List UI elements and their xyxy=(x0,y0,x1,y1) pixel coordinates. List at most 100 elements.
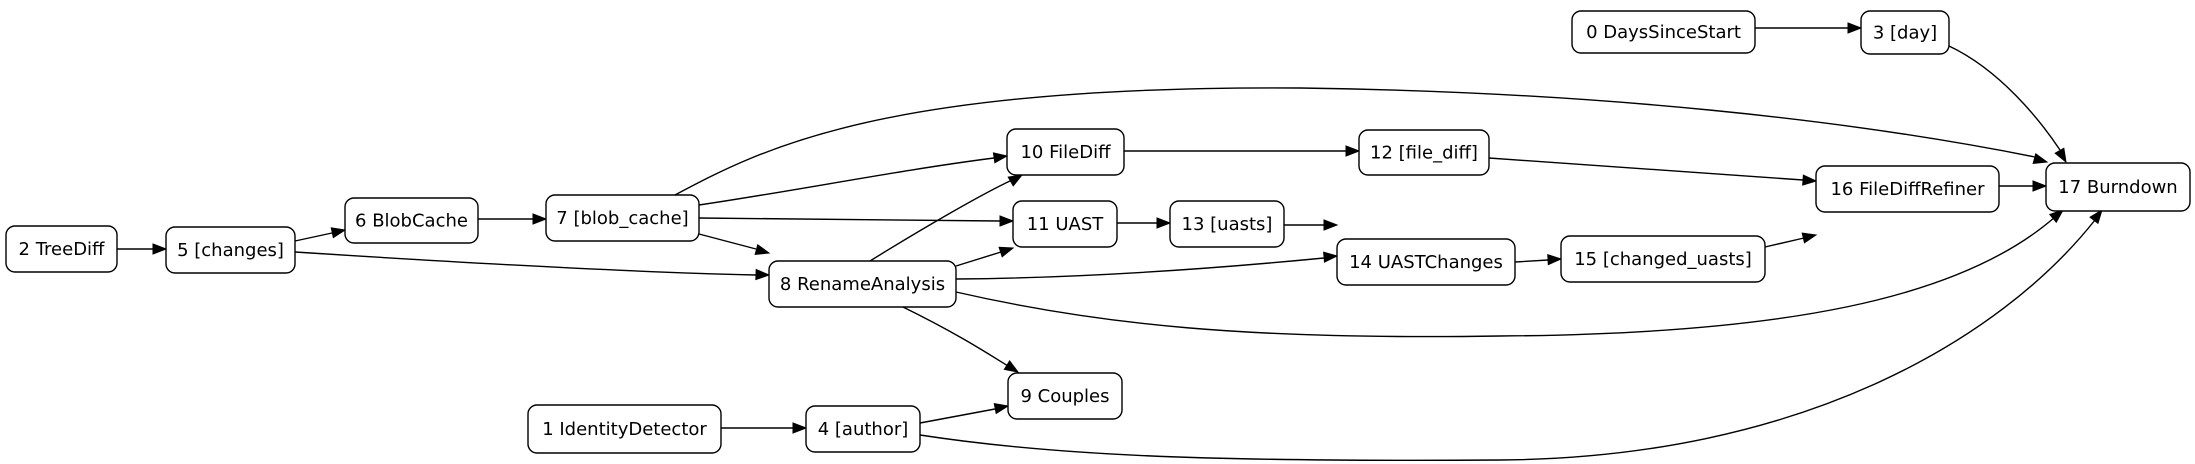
node-box xyxy=(805,405,921,453)
edge-line xyxy=(1514,259,1549,263)
node-box xyxy=(165,226,296,274)
arrowhead-icon xyxy=(754,243,771,256)
node-box xyxy=(527,404,722,454)
edge-n8-to-n9 xyxy=(902,306,1020,373)
edge-n14-to-n15 xyxy=(1514,253,1563,266)
arrowhead-icon xyxy=(992,152,1009,164)
arrowhead-icon xyxy=(1345,145,1361,157)
node-box xyxy=(2045,162,2191,212)
arrowhead-icon xyxy=(1547,253,1563,266)
node-label: 1 IdentityDetector xyxy=(542,419,707,440)
arrowhead-icon xyxy=(1847,22,1863,34)
node-label: 10 FileDiff xyxy=(1020,142,1111,163)
edge-n10-to-n12 xyxy=(1124,145,1361,157)
edge-n8-to-n17 xyxy=(955,209,2065,338)
edge-n8-to-n11 xyxy=(955,246,1015,267)
edge-n7-to-n10 xyxy=(698,152,1009,206)
node-box xyxy=(1571,10,1756,54)
node-label: 14 UASTChanges xyxy=(1349,252,1503,273)
edge-n13-to-n14 xyxy=(1284,219,1339,231)
nodes-layer: 0 DaysSinceStart 1 IdentityDetector 2 Tree… xyxy=(5,10,2191,454)
node-box xyxy=(5,225,118,273)
arrowhead-icon xyxy=(152,243,168,255)
edge-n4-to-n9 xyxy=(919,402,1010,424)
node-n12[interactable]: 12 [file_diff] xyxy=(1358,129,1490,176)
node-n17[interactable]: 17 Burndown xyxy=(2045,162,2191,212)
node-n1[interactable]: 1 IdentityDetector xyxy=(527,404,722,454)
edge-line xyxy=(919,219,2096,462)
edge-n11-to-n13 xyxy=(1117,217,1172,229)
edge-line xyxy=(698,157,995,206)
node-n14[interactable]: 14 UASTChanges xyxy=(1336,238,1516,286)
edge-n8-to-n10 xyxy=(869,174,1024,262)
arrowhead-icon xyxy=(2048,209,2065,224)
arrowhead-icon xyxy=(1323,251,1339,263)
node-label: 16 FileDiffRefiner xyxy=(1830,179,1985,200)
edge-line xyxy=(902,306,1009,367)
node-n0[interactable]: 0 DaysSinceStart xyxy=(1571,10,1756,54)
arrowhead-icon xyxy=(1323,219,1339,231)
node-label: 13 [uasts] xyxy=(1182,214,1273,235)
edge-n5-to-n6 xyxy=(294,227,347,242)
edge-line xyxy=(955,251,1002,267)
edge-line xyxy=(294,232,333,242)
node-n13[interactable]: 13 [uasts] xyxy=(1169,200,1285,248)
arrowhead-icon xyxy=(2089,208,2103,225)
edge-n16-to-n17 xyxy=(1999,180,2048,192)
node-n6[interactable]: 6 BlobCache xyxy=(344,197,479,244)
edge-line xyxy=(698,233,757,250)
node-n2[interactable]: 2 TreeDiff xyxy=(5,225,118,273)
node-n15[interactable]: 15 [changed_uasts] xyxy=(1560,235,1766,283)
node-box xyxy=(1815,165,2000,213)
node-n3[interactable]: 3 [day] xyxy=(1860,10,1950,55)
arrowhead-icon xyxy=(1156,217,1172,229)
edge-line xyxy=(294,251,757,276)
node-label: 9 Couples xyxy=(1020,386,1109,407)
edge-n3-to-n17 xyxy=(1948,45,2067,164)
node-box xyxy=(1560,235,1766,283)
edge-line xyxy=(1488,157,1804,181)
node-label: 6 BlobCache xyxy=(355,211,468,232)
node-n16[interactable]: 16 FileDiffRefiner xyxy=(1815,165,2000,213)
node-n9[interactable]: 9 Couples xyxy=(1007,372,1123,420)
arrowhead-icon xyxy=(2032,152,2049,165)
node-label: 11 UAST xyxy=(1027,214,1105,235)
node-label: 0 DaysSinceStart xyxy=(1586,22,1741,43)
edge-line xyxy=(1764,237,1805,248)
arrowhead-icon xyxy=(998,246,1015,258)
node-n11[interactable]: 11 UAST xyxy=(1012,200,1118,248)
edge-n12-to-n16 xyxy=(1488,157,1818,186)
arrowhead-icon xyxy=(993,402,1010,415)
node-n7[interactable]: 7 [blob_cache] xyxy=(545,194,700,242)
arrowhead-icon xyxy=(999,215,1015,227)
edge-line xyxy=(919,408,996,424)
edge-n1-to-n4 xyxy=(721,422,808,434)
arrowhead-icon xyxy=(755,268,771,281)
node-label: 4 [author] xyxy=(818,419,909,440)
node-n4[interactable]: 4 [author] xyxy=(805,405,921,453)
edges-layer xyxy=(117,22,2103,462)
edge-line xyxy=(1948,45,2061,151)
edge-n5-to-n8 xyxy=(294,251,771,281)
node-label: 8 RenameAnalysis xyxy=(780,274,945,295)
node-label: 15 [changed_uasts] xyxy=(1574,249,1752,270)
arrowhead-icon xyxy=(532,213,548,225)
node-label: 12 [file_diff] xyxy=(1370,143,1478,164)
node-n8[interactable]: 8 RenameAnalysis xyxy=(768,260,957,308)
edge-line xyxy=(698,217,1001,222)
arrowhead-icon xyxy=(1801,232,1818,244)
node-box xyxy=(1169,200,1285,248)
node-label: 7 [blob_cache] xyxy=(556,208,688,229)
edge-n7-to-n11 xyxy=(698,215,1015,227)
edge-n0-to-n3 xyxy=(1755,22,1863,34)
node-n5[interactable]: 5 [changes] xyxy=(165,226,296,274)
node-label: 5 [changes] xyxy=(177,240,284,261)
node-label: 2 TreeDiff xyxy=(19,239,106,260)
arrowhead-icon xyxy=(1003,359,1020,373)
edge-n7-to-n8 xyxy=(698,233,771,256)
node-box xyxy=(768,260,957,308)
node-box xyxy=(1358,129,1490,176)
node-n10[interactable]: 10 FileDiff xyxy=(1006,128,1125,176)
edge-n4-to-n17 xyxy=(919,208,2103,462)
